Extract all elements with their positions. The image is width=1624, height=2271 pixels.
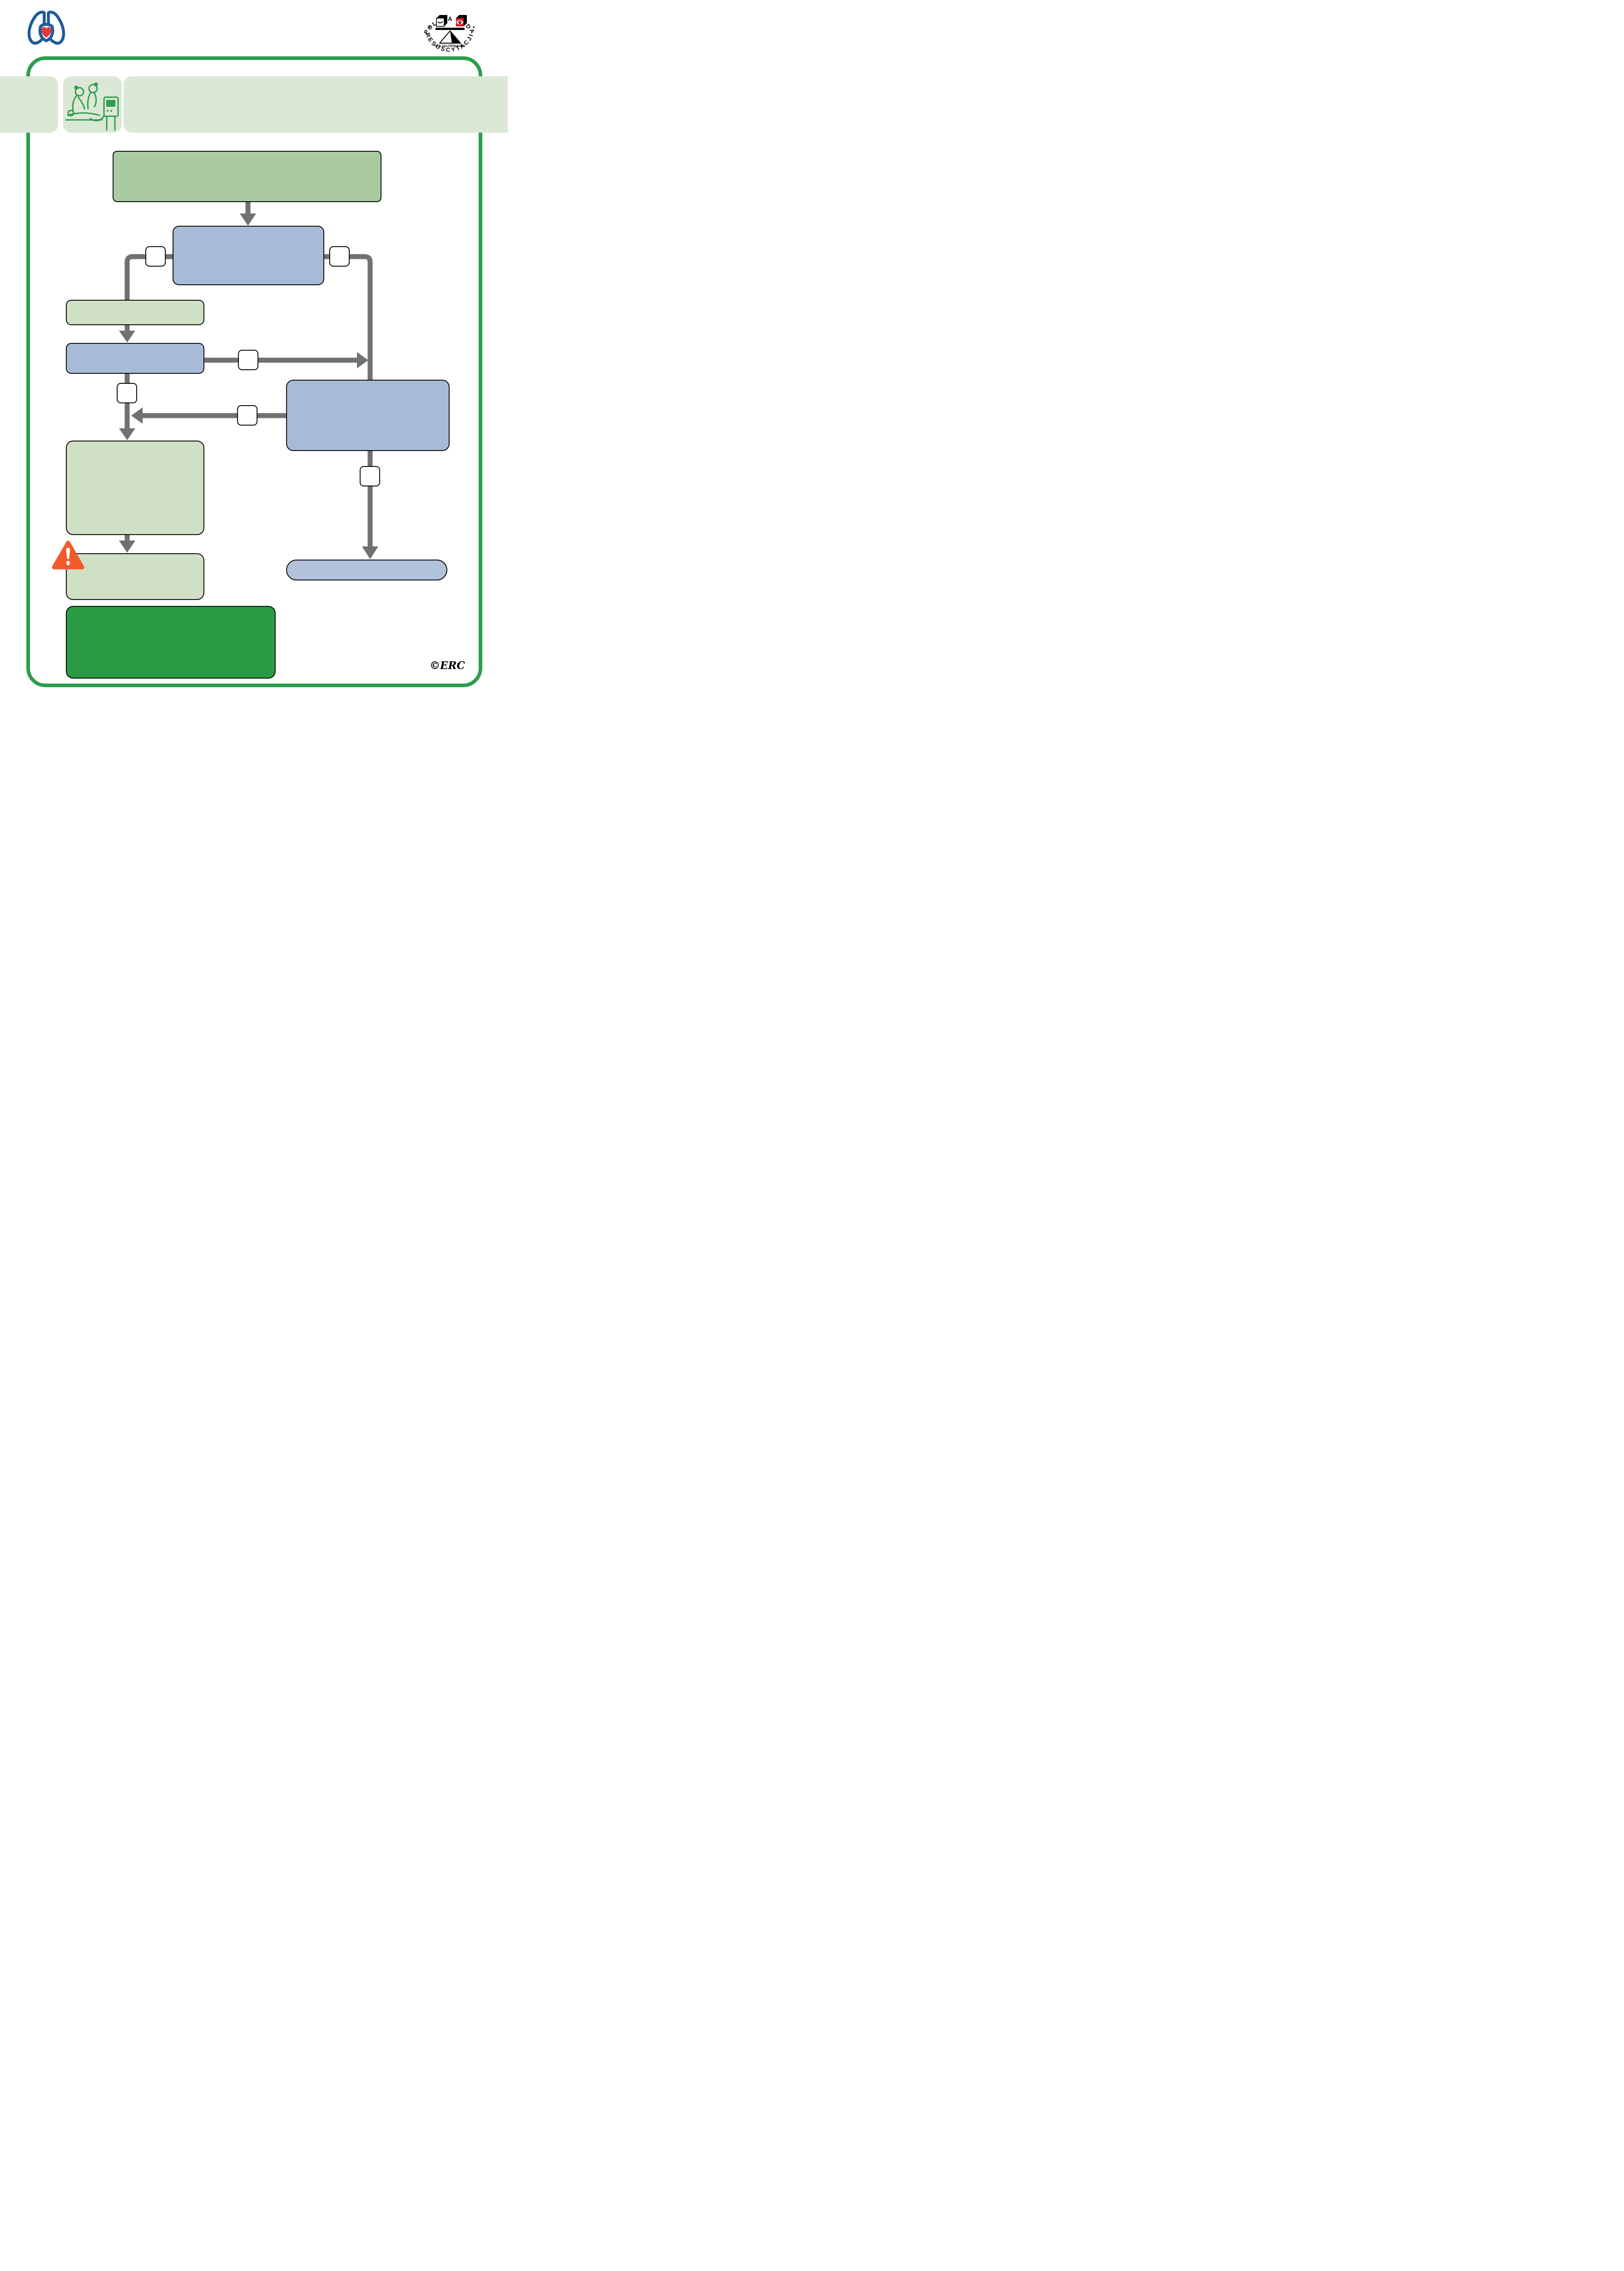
flow-box-left-action — [66, 343, 204, 374]
resuscitation-council-stamp: POLSKA RADA RESUSCYTACJI • • ROK ZAŁOŻEN… — [422, 15, 475, 53]
header-left-tab — [0, 76, 58, 133]
lungs-heart-logo — [27, 10, 65, 45]
flow-box-big-green — [66, 441, 204, 535]
junction-leftaction-down — [117, 383, 137, 403]
cpr-scene-illustration — [63, 76, 122, 133]
flow-box-right-pill — [286, 560, 447, 580]
flow-box-final — [66, 606, 276, 679]
junction-leftaction-right — [238, 350, 258, 370]
header-illustration-tile — [63, 76, 122, 133]
arrowhead-into-leftaction — [119, 331, 135, 342]
stamp-center-graphic: ROK ZAŁOŻENIA 2001 — [435, 15, 467, 48]
junction-bigblue-down — [360, 466, 380, 486]
flow-box-start — [113, 151, 381, 202]
arrowhead-merge-right — [357, 352, 368, 368]
erc-signature: ©ERC — [430, 659, 465, 672]
header-title-bar — [124, 76, 508, 133]
flow-box-note1 — [66, 300, 204, 325]
connector-assess-left-branch — [124, 254, 173, 331]
arrowhead-into-note2 — [119, 540, 135, 553]
arrowhead-into-pill — [362, 546, 378, 559]
connector-assess-right-branch — [324, 254, 373, 380]
algorithm-page: POLSKA RADA RESUSCYTACJI • • ROK ZAŁOŻEN… — [0, 0, 508, 718]
page-frame — [26, 56, 482, 687]
stamp-left-dot: • — [429, 24, 431, 30]
arrowhead-into-biggreen — [119, 428, 135, 440]
flow-box-note2 — [66, 553, 204, 600]
stamp-right-dot: • — [473, 24, 475, 30]
flow-box-big-blue — [286, 380, 450, 451]
junction-assess-left — [145, 246, 166, 267]
junction-assess-right — [329, 246, 350, 267]
arrowhead-into-assess — [240, 213, 256, 226]
heart-icon — [41, 27, 52, 38]
junction-bigblue-left — [237, 405, 257, 426]
flow-box-assess — [173, 226, 324, 285]
warning-icon — [52, 540, 84, 570]
stamp-caption: ROK ZAŁOŻENIA 2001 — [435, 44, 465, 48]
arrowhead-merge-left — [131, 407, 143, 424]
